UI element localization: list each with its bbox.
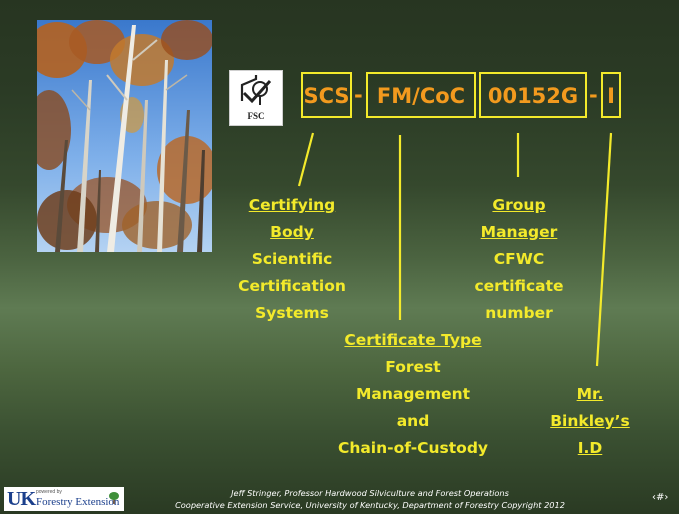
certifying-body-label: Certifying Body Scientific Certification… [222, 192, 362, 327]
tree-leaf-icon [109, 492, 119, 504]
binkley-id-heading-line: Binkley’s [550, 412, 630, 430]
certificate-type-heading: Certificate Type [344, 331, 482, 349]
powered-by-text: powered by [36, 489, 62, 495]
forestry-extension-text: Forestry Extension [36, 496, 120, 508]
footer-credit-line: Cooperative Extension Service, Universit… [175, 500, 565, 510]
uk-logo-text: UK [7, 488, 36, 510]
uk-forestry-extension-logo: UK powered by Forestry Extension [4, 487, 124, 511]
certifying-body-detail-line: Scientific [251, 250, 333, 268]
group-manager-label: Group Manager CFWC certificate number [449, 192, 589, 327]
connector-line-certifying-body [297, 132, 315, 187]
code-part-scs: SCS [301, 72, 352, 118]
fsc-tree-check-icon [240, 75, 272, 105]
code-separator: - [589, 83, 598, 107]
group-manager-heading-line: Group [492, 196, 546, 214]
footer-credit-line: Jeff Stringer, Professor Hardwood Silvic… [231, 488, 509, 498]
code-separator: - [354, 83, 363, 107]
certifying-body-heading-line: Body [270, 223, 314, 241]
binkley-id-heading-line: I.D [577, 439, 603, 457]
binkley-id-label: Mr. Binkley’s I.D [530, 381, 650, 462]
certificate-type-detail-line: and [396, 412, 430, 430]
connector-line-binkley-id [595, 132, 613, 367]
group-manager-detail-line: CFWC [493, 250, 545, 268]
binkley-id-heading-line: Mr. [576, 385, 604, 403]
group-manager-detail-line: certificate [474, 277, 564, 295]
certifying-body-detail-line: Certification [238, 277, 346, 295]
footer-credit: Jeff Stringer, Professor Hardwood Silvic… [160, 487, 580, 511]
certificate-type-detail-line: Forest [385, 358, 441, 376]
certificate-type-detail-line: Management [355, 385, 471, 403]
group-manager-detail-line: number [485, 304, 553, 322]
certifying-body-detail-line: Systems [255, 304, 329, 322]
code-part-fm-coc: FM/CoC [366, 72, 476, 118]
code-part-00152g: 00152G [479, 72, 587, 118]
certificate-type-label: Certificate Type Forest Management and C… [323, 327, 503, 462]
forest-trees-photo [37, 20, 212, 252]
code-part-i: I [601, 72, 621, 118]
certifying-body-heading-line: Certifying [248, 196, 336, 214]
slide-number: ‹#› [652, 492, 669, 503]
fsc-logo-text: FSC [247, 111, 265, 121]
group-manager-heading-line: Manager [480, 223, 558, 241]
certificate-type-detail-line: Chain-of-Custody [337, 439, 489, 457]
fsc-logo: FSC [229, 70, 283, 126]
forest-photo [37, 20, 212, 252]
